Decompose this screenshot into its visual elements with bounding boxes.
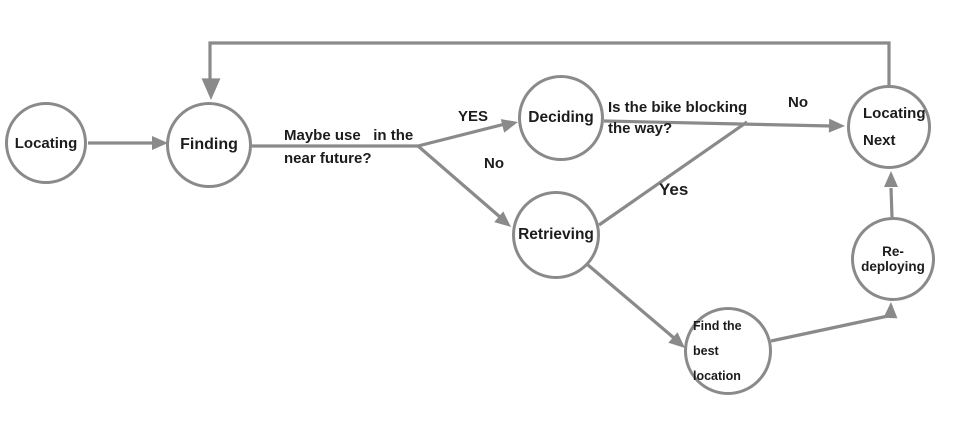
node-label-locating: Locating xyxy=(14,134,78,152)
node-label-retrieving: Retrieving xyxy=(518,226,594,243)
edge-re-deploying-to-locating-next xyxy=(889,187,894,218)
arrowhead-into-find-best xyxy=(668,332,685,348)
arrowhead-into-locating-next-left xyxy=(828,118,845,133)
node-finding: Finding xyxy=(166,102,252,188)
node-label-locating-next: Locating Next xyxy=(863,105,926,149)
node-re-deploying: Re-deploying xyxy=(851,217,935,301)
node-label-deciding: Deciding xyxy=(528,109,594,126)
arrowhead-into-finding xyxy=(152,136,168,150)
arrowhead-loop-into-finding xyxy=(201,78,221,100)
arrowhead-into-retrieving xyxy=(494,211,511,227)
arrowhead-into-deciding xyxy=(500,119,518,133)
edge-retrieving-to-find-best xyxy=(586,263,676,340)
edge-loop-locating-next-to-finding xyxy=(208,41,891,85)
edge-label-bike-blocking-question: Is the bike blocking the way? xyxy=(608,99,748,137)
node-locating-next: Locating Next xyxy=(847,85,931,169)
node-retrieving: Retrieving xyxy=(512,191,600,279)
node-locating: Locating xyxy=(5,102,87,184)
edge-label-yes-to-locating-next: Yes xyxy=(659,180,689,199)
edge-find-best-to-re-deploying xyxy=(770,314,889,343)
edge-branch-to-retrieving xyxy=(416,144,502,219)
edge-label-maybe-use-question: Maybe use in the near future? xyxy=(284,127,414,167)
arrowhead-into-re-deploying xyxy=(883,302,898,319)
edge-label-no-to-retrieving: No xyxy=(484,155,504,172)
edge-label-no-to-locating-next: No xyxy=(788,94,808,111)
edge-deciding-to-locating-next xyxy=(603,119,832,128)
node-label-find-best-location: Find the best location xyxy=(693,318,742,383)
edge-label-yes-to-deciding: YES xyxy=(458,108,489,125)
node-deciding: Deciding xyxy=(518,75,604,161)
arrowhead-into-locating-next-bottom xyxy=(884,171,898,187)
node-label-finding: Finding xyxy=(180,136,238,153)
node-label-re-deploying: Re-deploying xyxy=(861,244,925,274)
edge-branch-to-deciding xyxy=(417,122,506,148)
edge-retrieving-to-locating-next xyxy=(598,120,748,227)
node-find-best-location: Find the best location xyxy=(684,307,772,395)
